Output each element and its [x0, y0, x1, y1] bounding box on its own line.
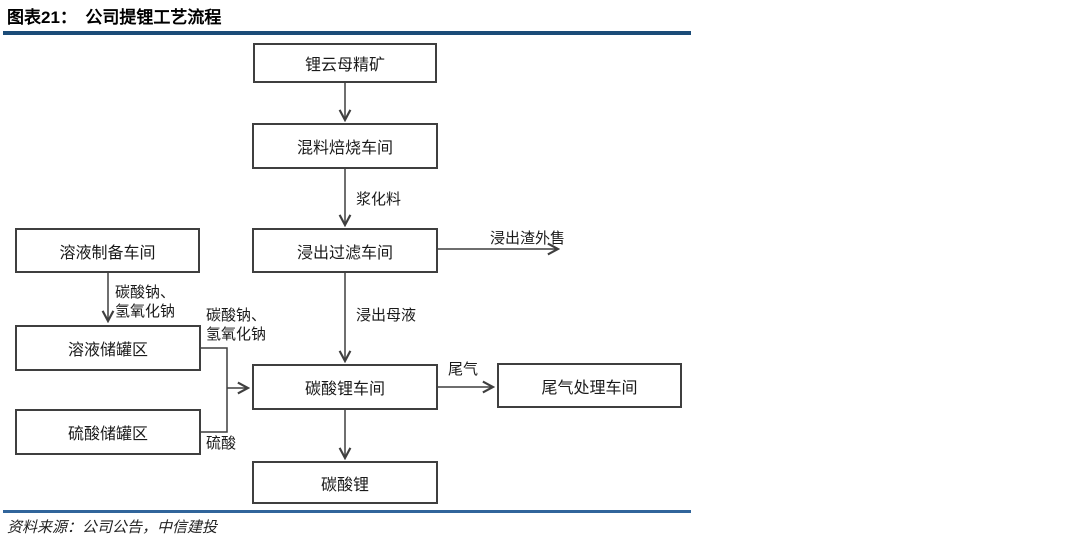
- label-soda-caustic-left-line2: 氢氧化钠: [115, 303, 176, 320]
- bracket-tanks-merge: [201, 347, 228, 433]
- node-mixing-roasting: 混料焙烧车间: [252, 123, 438, 169]
- node-mica-concentrate: 锂云母精矿: [253, 43, 437, 83]
- node-li-carbonate: 碳酸锂: [252, 461, 438, 504]
- label-slurry: 浆化料: [356, 191, 402, 208]
- label-mother-liquor: 浸出母液: [356, 307, 417, 324]
- node-sulfuric-tanks: 硫酸储罐区: [15, 409, 201, 455]
- node-solution-tanks: 溶液储罐区: [15, 325, 201, 371]
- label-tail-gas: 尾气: [448, 361, 479, 378]
- label-leach-residue: 浸出渣外售: [490, 230, 566, 247]
- top-rule: [3, 31, 691, 35]
- bottom-rule: [3, 510, 691, 513]
- node-li-carbonate-shop: 碳酸锂车间: [252, 364, 438, 410]
- node-tail-gas-shop: 尾气处理车间: [497, 363, 682, 408]
- source-note: 资料来源：公司公告，中信建投: [7, 520, 218, 536]
- label-soda-caustic-merge: 碳酸钠、 氢氧化钠: [206, 306, 266, 344]
- label-soda-caustic-merge-line2: 氢氧化钠: [206, 326, 267, 343]
- label-soda-caustic-left: 碳酸钠、 氢氧化钠: [115, 283, 175, 321]
- label-soda-caustic-left-line1: 碳酸钠、: [115, 284, 176, 301]
- label-sulfuric-acid: 硫酸: [206, 435, 237, 452]
- figure-title: 图表21： 公司提锂工艺流程: [7, 8, 222, 27]
- node-leach-filter: 浸出过滤车间: [252, 228, 438, 273]
- node-solution-prep: 溶液制备车间: [15, 228, 200, 273]
- label-soda-caustic-merge-line1: 碳酸钠、: [206, 307, 267, 324]
